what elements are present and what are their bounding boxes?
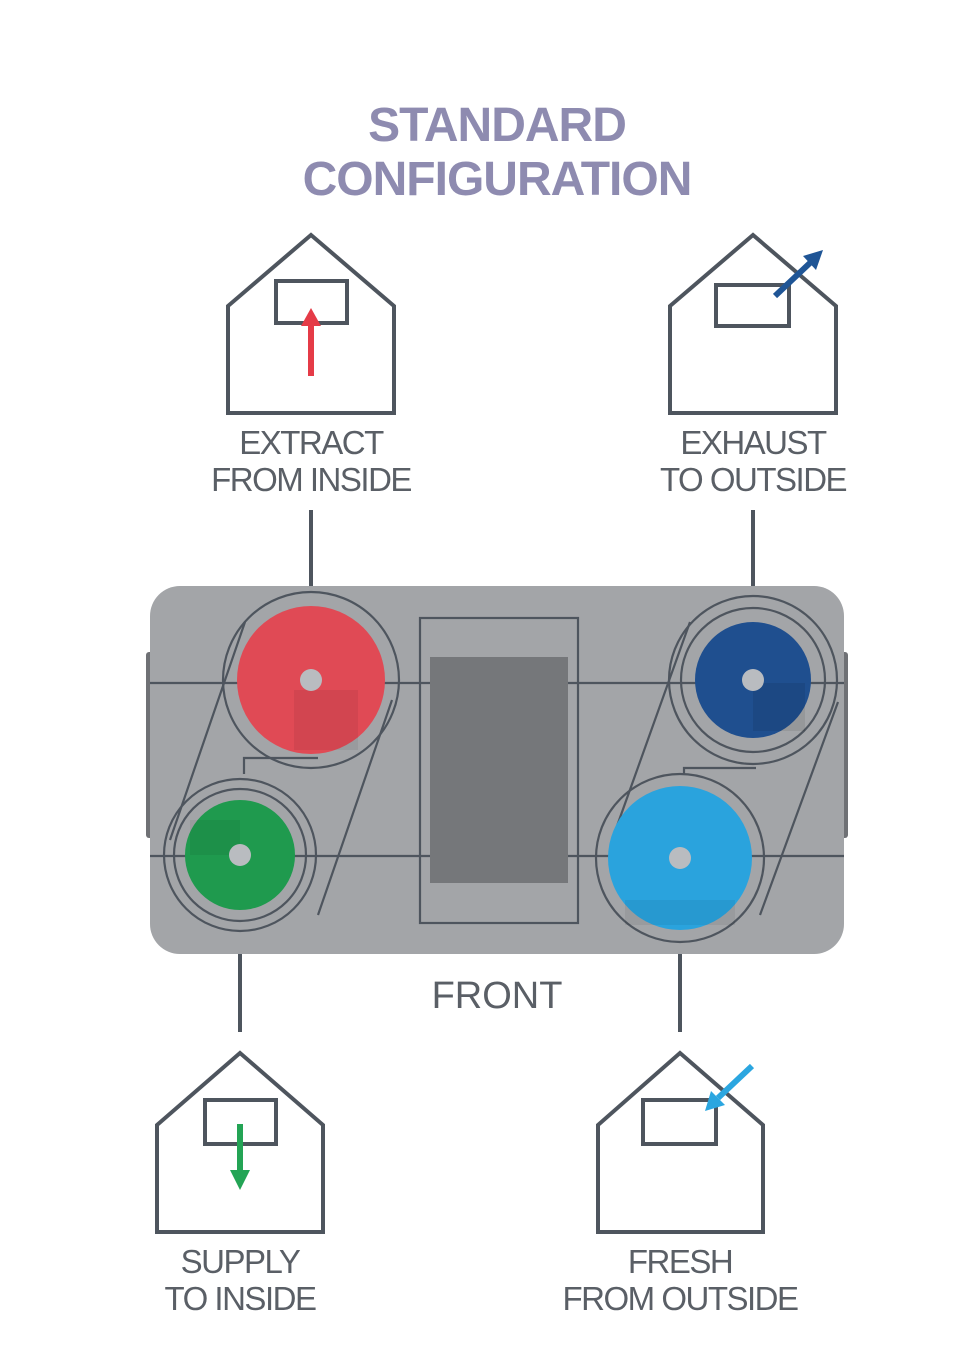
exhaust-label-line2: TO OUTSIDE	[660, 461, 847, 498]
supply-port-center	[229, 844, 251, 866]
front-label: FRONT	[432, 975, 563, 1017]
exhaust-house-icon	[668, 232, 838, 415]
arrow-diagonal-in-icon	[705, 1063, 755, 1111]
arrow-diagonal-out-icon	[772, 250, 823, 299]
extract-port	[221, 590, 401, 770]
supply-port	[162, 777, 318, 933]
exhaust-port-center	[742, 669, 764, 691]
fresh-port-center	[669, 847, 691, 869]
mvhr-unit	[146, 586, 848, 954]
diagram-title-line2: CONFIGURATION	[303, 153, 692, 206]
supply-label-line1: SUPPLY	[181, 1243, 301, 1280]
arrow-down-icon	[230, 1124, 250, 1190]
fresh-label-line1: FRESH	[628, 1243, 732, 1280]
extract-label-line1: EXTRACT	[239, 424, 384, 461]
fresh-label-line2: FROM OUTSIDE	[563, 1280, 798, 1317]
fresh-house-icon	[596, 1050, 765, 1234]
house-window	[641, 1098, 718, 1146]
unit-left-step	[242, 756, 318, 774]
arrow-up-icon	[301, 308, 321, 376]
heat-exchanger-frame	[418, 616, 580, 925]
exhaust-label-line1: EXHAUST	[680, 424, 827, 461]
unit-right-step	[682, 766, 756, 774]
diagram-title-line1: STANDARD	[368, 99, 626, 152]
supply-label-line2: TO INSIDE	[165, 1280, 316, 1317]
exhaust-port	[667, 594, 839, 766]
extract-house-icon	[226, 232, 396, 415]
unit-right-channel	[610, 621, 840, 916]
extract-label-line2: FROM INSIDE	[211, 461, 411, 498]
supply-house-icon	[155, 1050, 325, 1234]
extract-port-center	[300, 669, 322, 691]
heat-exchanger-panel	[430, 657, 568, 883]
fresh-port	[594, 772, 766, 944]
